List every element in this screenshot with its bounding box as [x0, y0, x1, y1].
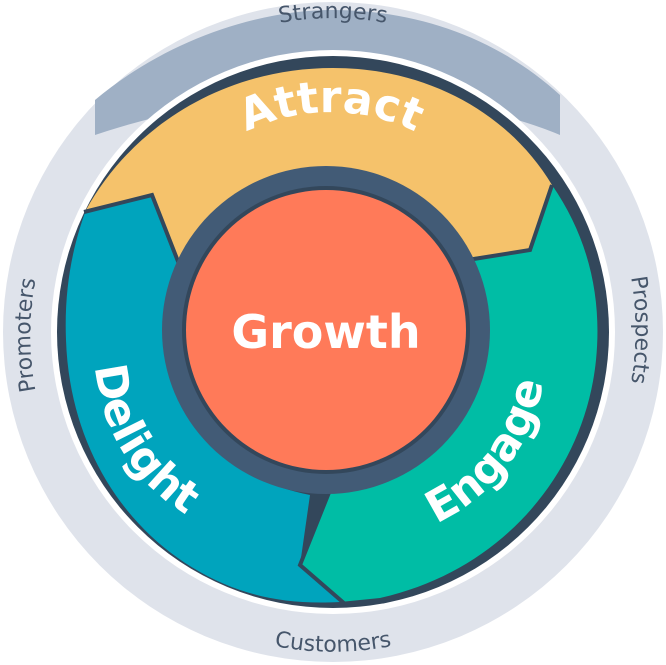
separator-engage-delight [297, 489, 347, 606]
ring-label-prospects: Prospects [625, 274, 654, 386]
ring-label-strangers: Strangers [277, 0, 390, 29]
separator-attract-engage [454, 184, 554, 264]
segment-delight [65, 195, 341, 603]
separator-delight-attract [83, 192, 192, 293]
growth-center [186, 190, 466, 470]
center-label: Growth [231, 305, 420, 359]
